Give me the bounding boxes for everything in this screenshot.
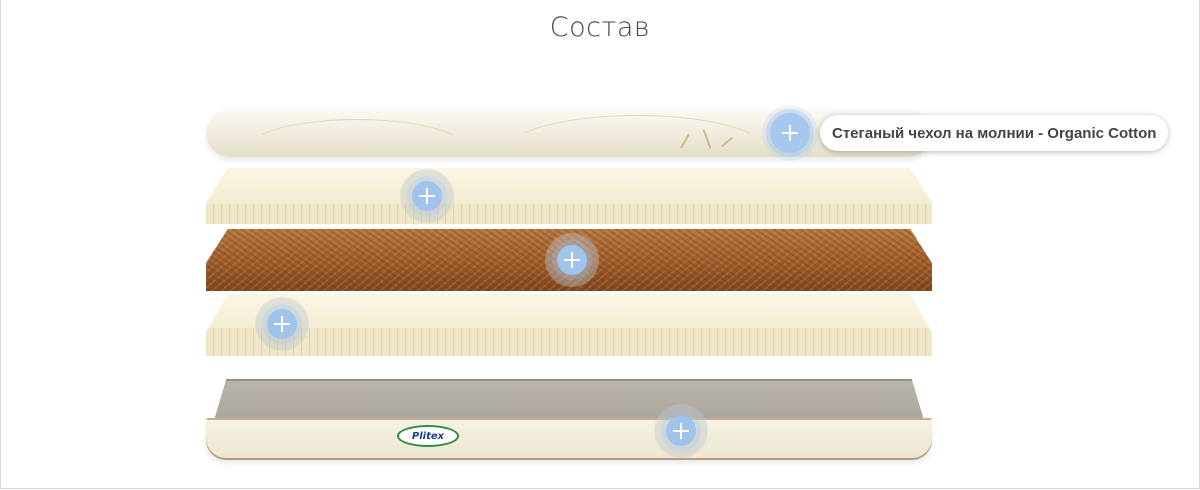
brand-logo: Plitex: [397, 425, 459, 447]
latex-edge: [206, 204, 932, 224]
plus-icon: [564, 252, 580, 268]
hotspot-latex-bottom[interactable]: [267, 309, 297, 339]
hotspot-quilted-cover[interactable]: [770, 113, 810, 153]
section-title: Состав: [549, 12, 651, 43]
plus-icon: [782, 125, 798, 141]
plus-icon: [419, 188, 435, 204]
plus-icon: [274, 316, 290, 332]
quilted-cover-layer: [206, 109, 932, 157]
quilt-pattern: [506, 115, 768, 187]
layer-tooltip: Стеганый чехол на молнии - Organic Cotto…: [820, 115, 1169, 151]
hotspot-latex-top[interactable]: [412, 181, 442, 211]
plus-icon: [673, 423, 689, 439]
latex-top-layer: [206, 168, 932, 224]
hotspot-coconut-coir[interactable]: [557, 245, 587, 275]
latex-bottom-layer: [206, 294, 932, 356]
base-cover-layer: [206, 420, 932, 460]
hotspot-base-cover[interactable]: [666, 416, 696, 446]
quilt-pattern: [246, 119, 468, 181]
latex-edge: [206, 328, 932, 356]
